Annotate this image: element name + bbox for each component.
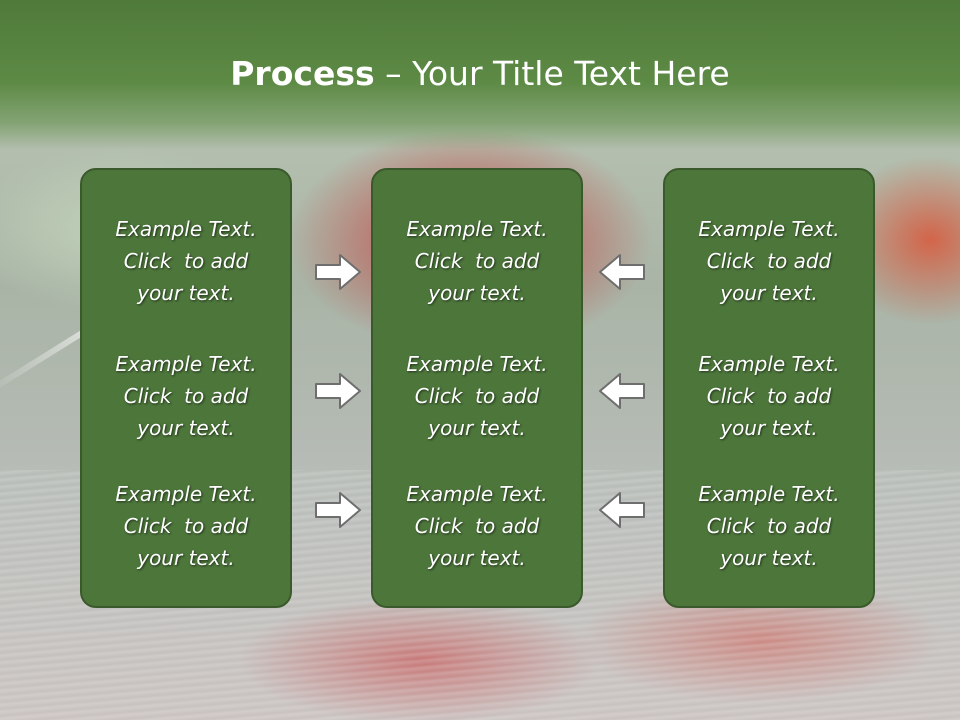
text-line: Click to add [123, 249, 249, 273]
text-block[interactable]: Example Text. Click to add your text. [373, 478, 581, 574]
text-line: Click to add [706, 514, 832, 538]
text-line: your text. [428, 416, 526, 440]
text-line: Click to add [414, 514, 540, 538]
text-block[interactable]: Example Text. Click to add your text. [665, 213, 873, 309]
text-line: Example Text. [406, 482, 548, 506]
left-arrow-icon[interactable] [598, 252, 646, 292]
text-line: Click to add [123, 384, 249, 408]
process-box-center[interactable]: Example Text. Click to add your text. Ex… [371, 168, 583, 608]
text-line: Example Text. [115, 217, 257, 241]
text-line: Click to add [414, 384, 540, 408]
process-box-left[interactable]: Example Text. Click to add your text. Ex… [80, 168, 292, 608]
text-line: Example Text. [406, 352, 548, 376]
text-block[interactable]: Example Text. Click to add your text. [373, 348, 581, 444]
title-bold: Process [230, 54, 375, 93]
right-arrow-icon[interactable] [314, 490, 362, 530]
text-block[interactable]: Example Text. Click to add your text. [665, 348, 873, 444]
text-line: Example Text. [115, 352, 257, 376]
text-line: your text. [428, 281, 526, 305]
left-arrow-icon[interactable] [598, 490, 646, 530]
right-arrow-icon[interactable] [314, 252, 362, 292]
text-line: Click to add [414, 249, 540, 273]
text-line: Example Text. [115, 482, 257, 506]
text-block[interactable]: Example Text. Click to add your text. [82, 348, 290, 444]
text-line: Example Text. [698, 217, 840, 241]
right-arrow-icon[interactable] [314, 371, 362, 411]
left-arrow-icon[interactable] [598, 371, 646, 411]
text-line: your text. [428, 546, 526, 570]
text-line: your text. [720, 281, 818, 305]
text-line: your text. [720, 546, 818, 570]
text-block[interactable]: Example Text. Click to add your text. [82, 213, 290, 309]
text-line: Example Text. [698, 482, 840, 506]
text-line: your text. [720, 416, 818, 440]
text-line: Click to add [706, 384, 832, 408]
text-line: Click to add [123, 514, 249, 538]
title-rest: – Your Title Text Here [374, 54, 730, 93]
text-line: Example Text. [406, 217, 548, 241]
title-bar [0, 0, 960, 150]
process-box-right[interactable]: Example Text. Click to add your text. Ex… [663, 168, 875, 608]
text-block[interactable]: Example Text. Click to add your text. [82, 478, 290, 574]
text-line: your text. [137, 546, 235, 570]
text-block[interactable]: Example Text. Click to add your text. [665, 478, 873, 574]
slide-title[interactable]: Process – Your Title Text Here [0, 52, 960, 96]
text-line: your text. [137, 416, 235, 440]
text-block[interactable]: Example Text. Click to add your text. [373, 213, 581, 309]
text-line: Click to add [706, 249, 832, 273]
text-line: Example Text. [698, 352, 840, 376]
text-line: your text. [137, 281, 235, 305]
